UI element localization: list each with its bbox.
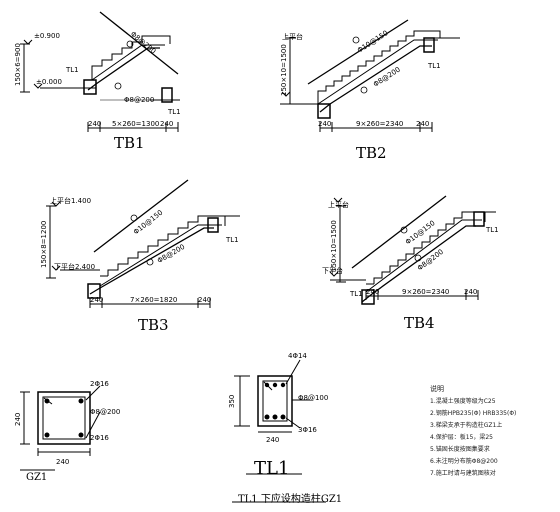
tb2-dim-left: 240: [318, 120, 332, 128]
tb2-top-rebar: [307, 19, 409, 85]
design-notes: 说明 1.混凝土强度等级为C25 2.钢筋HPB235(Φ) HRB335(Φ)…: [430, 384, 556, 480]
tb1-beam-label-b: TL1: [168, 108, 181, 116]
tb1-level-bottom: ±0.000: [36, 78, 62, 86]
tb2-section: [280, 19, 460, 132]
tl1-caption: TL1 下应设构造柱GZ1: [238, 494, 343, 505]
tb1-section: [20, 11, 180, 132]
note-line: 1.混凝土强度等级为C25: [430, 398, 496, 405]
tb4-section: [329, 195, 496, 305]
tb3-title: TB3: [138, 316, 169, 334]
tb2-dim-vertical-label: 150×10=1500: [280, 44, 288, 96]
gz1-bar-top: 2Φ16: [90, 380, 109, 388]
tb4-beam-bottom: [361, 289, 375, 305]
tb4-title: TB4: [404, 314, 435, 332]
tb3-dim-vertical-label: 150×8=1200: [40, 220, 48, 268]
tl1-title: TL1: [254, 458, 290, 479]
tb1-dim-right: 240: [160, 120, 174, 128]
tb1-title: TB1: [114, 134, 145, 152]
tl1-stirrup: [262, 380, 288, 422]
tb4-beam-label-a: TL1: [350, 290, 363, 298]
note-line: 2.钢筋HPB235(Φ) HRB335(Φ): [430, 410, 517, 417]
gz1-dim-bottom: 240: [56, 458, 70, 466]
gz1-stirrup: [42, 396, 86, 440]
tb4-level-bottom: 下平台: [322, 267, 343, 275]
tl1-bars: [264, 382, 286, 420]
tl1-bar-top: 4Φ14: [288, 352, 307, 360]
tb1-dim-vertical-label: 150×6=900: [14, 43, 22, 86]
gz1-bar-bottom: 2Φ16: [90, 434, 109, 442]
tl1-stirrup: Φ8@100: [298, 394, 329, 402]
tb1-dim-bottom: 5×260=1300: [112, 120, 160, 128]
notes-heading: 说明: [430, 385, 444, 393]
gz1-dim-side: 240: [14, 412, 22, 426]
gz1-bars: [44, 398, 84, 438]
tl1-section: [232, 359, 326, 503]
tb2-title: TB2: [356, 144, 387, 162]
tb4-dim-left: 240: [366, 288, 380, 296]
tb2-dim-bottom: 9×260=2340: [356, 120, 404, 128]
tb1-beam-label-a: TL1: [66, 66, 79, 74]
tb2-steps: [317, 30, 441, 96]
tl1-outline: [257, 375, 293, 427]
tl1-bar-bottom: 3Φ16: [298, 426, 317, 434]
tl1-width: 240: [266, 436, 280, 444]
tb2-dim-right: 240: [416, 120, 430, 128]
gz1-section: [20, 385, 101, 471]
tb2-bottom-rebar: [319, 45, 432, 113]
tb4-beam-top: [473, 211, 485, 227]
gz1-title: GZ1: [26, 472, 48, 483]
tb3-dim-right: 240: [198, 296, 212, 304]
tb4-steps: [373, 211, 486, 284]
tb4-dim-vertical-label: 150×10=1500: [330, 220, 338, 272]
tb3-beam-bottom: [87, 283, 101, 299]
tb3-slab-bottom: [99, 224, 222, 287]
tb4-dim-right: 240: [464, 288, 478, 296]
tb4-bottom-rebar: [361, 225, 476, 303]
tb2-beam-top: [423, 37, 435, 53]
tb2-level-mark: 上平台: [282, 33, 303, 41]
tb4-level-top: 上平台: [328, 201, 349, 209]
tb3-dim-left: 240: [90, 296, 104, 304]
tb1-rebar-dist: Φ8@200: [124, 96, 155, 104]
tb1-beam-bottom: [83, 79, 97, 95]
tb3-beam-top: [207, 217, 219, 233]
tb3-level-top: 上平台1.400: [50, 197, 92, 205]
tb4-beam-label-b: TL1: [486, 226, 499, 234]
tb4-top-rebar: [351, 195, 447, 269]
tb3-section: [46, 179, 240, 308]
tb2-beam-label: TL1: [428, 62, 441, 70]
tb1-bottom-rebar: [87, 47, 160, 91]
tl1-height: 350: [228, 394, 236, 408]
gz1-outline: [37, 391, 91, 445]
tb1-beam-top: [161, 87, 173, 103]
note-line: 6.未注明分布筋Φ8@200: [430, 458, 498, 465]
tb3-top-rebar: [93, 179, 189, 253]
note-line: 4.保护层：板15，梁25: [430, 434, 493, 441]
tb4-slab-bottom: [365, 219, 482, 293]
note-line: 3.梯梁支承于构造柱GZ1上: [430, 422, 503, 429]
tb3-level-bottom: 下平台2.400: [54, 263, 96, 271]
tb1-steps: [91, 35, 171, 72]
tb1-level-top: ±0.900: [34, 32, 60, 40]
gz1-stirrup: Φ8@200: [90, 408, 121, 416]
note-line: 7.施工时请与建筑图核对: [430, 470, 496, 477]
tb3-dim-bottom: 7×260=1820: [130, 296, 178, 304]
tb1-dim-left: 240: [88, 120, 102, 128]
tb3-beam-label: TL1: [226, 236, 239, 244]
tb3-bottom-rebar: [89, 227, 214, 295]
tb4-dim-bottom: 9×260=2340: [402, 288, 450, 296]
note-line: 5.锚固长度按图集要求: [430, 446, 490, 453]
tb3-steps: [107, 215, 226, 276]
tb1-top-rebar: [99, 11, 179, 75]
tb2-slab-bottom: [317, 39, 438, 105]
